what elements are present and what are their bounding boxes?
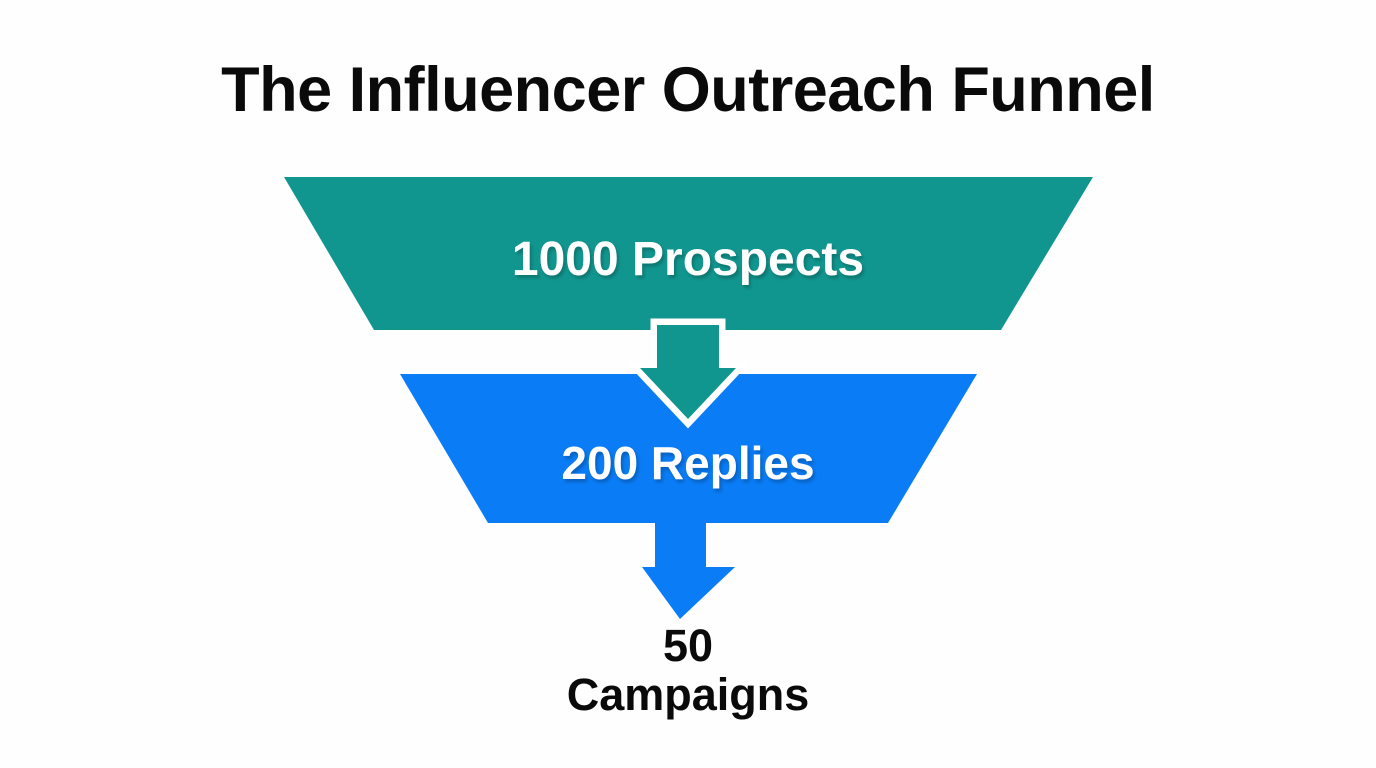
funnel-outcome-value: 50 bbox=[662, 620, 714, 671]
arrow-prospects-to-replies-overlay-icon bbox=[624, 318, 752, 429]
funnel-stage-prospects-label: 1000 Prospects bbox=[511, 233, 865, 286]
funnel-stage-replies-label: 200 Replies bbox=[561, 437, 815, 489]
page-title: The Influencer Outreach Funnel bbox=[221, 55, 1155, 125]
funnel-outcome-label: 50 Campaigns bbox=[0, 620, 1376, 720]
arrow-replies-to-campaigns-icon bbox=[642, 518, 735, 619]
funnel-outcome-unit: Campaigns bbox=[566, 668, 810, 720]
funnel-stage-replies-shape bbox=[400, 374, 977, 523]
funnel-stage-prospects-shape bbox=[284, 177, 1093, 330]
